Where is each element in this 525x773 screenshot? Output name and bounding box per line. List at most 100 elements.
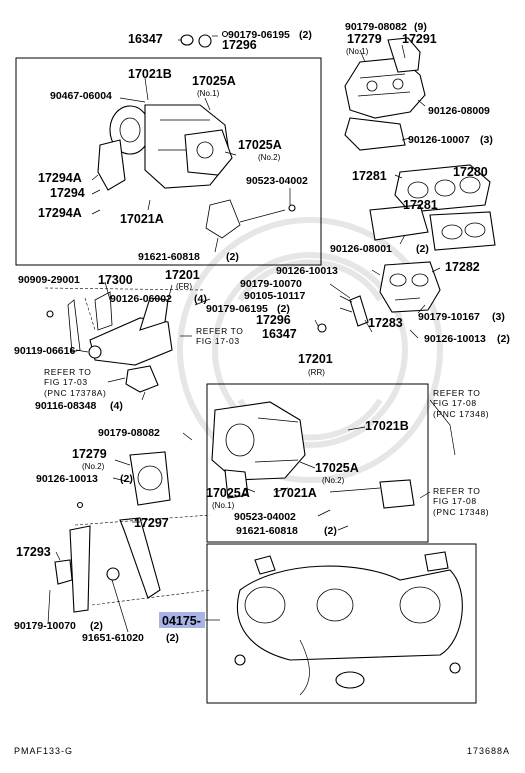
label-91651-61020-qty: (2) <box>166 632 179 644</box>
label-17025a-front-no1[interactable]: 17025A <box>192 74 236 88</box>
label-90119-06616[interactable]: 90119-06616 <box>14 345 75 357</box>
label-17281-lower[interactable]: 17281 <box>403 198 438 212</box>
label-90179-10070-mid[interactable]: 90179-10070 <box>240 278 302 290</box>
label-17021b-front[interactable]: 17021B <box>128 67 172 81</box>
label-17025a-rear-no1[interactable]: 17025A <box>206 486 250 500</box>
label-91621-60818-front[interactable]: 91621-60818 <box>138 251 200 263</box>
top-gasket-parts <box>180 30 229 48</box>
ref-note-2-line3: (PNC 17378A) <box>44 388 106 398</box>
label-90179-06195-top-qty: (2) <box>299 29 312 41</box>
label-90126-10013-left[interactable]: 90126-10013 <box>36 473 98 485</box>
label-90116-08348-qty: (4) <box>110 400 123 412</box>
label-17201-fr[interactable]: 17201 <box>165 268 200 282</box>
ref-note-3-line3: (PNC 17348) <box>433 409 489 419</box>
label-17021a-front[interactable]: 17021A <box>120 212 164 226</box>
label-17279-no1-sub: (No.1) <box>346 47 369 56</box>
label-90126-06002[interactable]: 90126-06002 <box>110 293 172 305</box>
label-17296-mid[interactable]: 17296 <box>256 313 291 327</box>
label-90126-10007[interactable]: 90126-10007 <box>408 134 470 146</box>
label-90179-10070-bottom[interactable]: 90179-10070 <box>14 620 76 632</box>
rear-turbo-box <box>206 383 429 543</box>
label-17282[interactable]: 17282 <box>445 260 480 274</box>
ref-note-4-line2[interactable]: FIG 17-08 <box>433 496 477 506</box>
label-90909-29001[interactable]: 90909-29001 <box>18 274 80 286</box>
label-90126-10007-qty: (3) <box>480 134 493 146</box>
footer-figure-code: PMAF133-G <box>14 746 73 756</box>
label-90126-10013-left-qty: (2) <box>120 473 133 485</box>
ref-note-4-line1[interactable]: REFER TO <box>433 486 480 496</box>
manifold-bracket-top <box>344 37 426 151</box>
label-90126-06002-qty: (4) <box>194 293 207 305</box>
label-17201-rr-sub: (RR) <box>308 368 325 377</box>
label-17281-upper[interactable]: 17281 <box>352 169 387 183</box>
label-90126-10013-right[interactable]: 90126-10013 <box>424 333 486 345</box>
label-90116-08348[interactable]: 90116-08348 <box>35 400 96 412</box>
ref-note-1-line1[interactable]: REFER TO <box>196 326 243 336</box>
label-91621-60818-front-qty: (2) <box>226 251 239 263</box>
label-90126-10013-mid[interactable]: 90126-10013 <box>276 265 338 277</box>
label-90179-06195-top[interactable]: 90179-06195 <box>228 29 290 41</box>
rear-turbocharger <box>211 401 415 509</box>
label-90467-06004[interactable]: 90467-06004 <box>50 90 112 102</box>
ref-note-2-line2[interactable]: FIG 17-03 <box>44 377 88 387</box>
label-90179-08082-mid[interactable]: 90179-08082 <box>98 427 160 439</box>
label-17025a-rear-no2-sub: (No.2) <box>322 476 345 485</box>
label-91621-60818-rear-qty: (2) <box>324 525 337 537</box>
label-17294[interactable]: 17294 <box>50 186 85 200</box>
label-90523-04002-rear[interactable]: 90523-04002 <box>234 511 296 523</box>
label-17021a-rear[interactable]: 17021A <box>273 486 317 500</box>
label-90179-08082-top-qty: (9) <box>414 21 427 33</box>
label-90179-06195-mid[interactable]: 90179-06195 <box>206 303 268 315</box>
exhaust-manifold-part <box>317 261 441 333</box>
label-16347-top[interactable]: 16347 <box>128 32 163 46</box>
label-17294a-lower[interactable]: 17294A <box>38 206 82 220</box>
label-17300[interactable]: 17300 <box>98 273 133 287</box>
leader-lines <box>47 35 456 633</box>
gasket-kit-drawing <box>234 551 463 696</box>
gasket-kit-box <box>206 543 477 704</box>
exhaust-heat-insulators <box>369 164 496 251</box>
label-17280[interactable]: 17280 <box>453 165 488 179</box>
label-90105-10117[interactable]: 90105-10117 <box>244 290 305 302</box>
label-17025a-front-no2[interactable]: 17025A <box>238 138 282 152</box>
label-17294a-upper[interactable]: 17294A <box>38 171 82 185</box>
label-17293[interactable]: 17293 <box>16 545 51 559</box>
label-17279-no1[interactable]: 17279 <box>347 32 382 46</box>
lower-left-parts <box>54 451 171 613</box>
label-17025a-rear-no2[interactable]: 17025A <box>315 461 359 475</box>
label-90126-08009[interactable]: 90126-08009 <box>428 105 490 117</box>
ref-note-4-line3: (PNC 17348) <box>433 507 489 517</box>
label-16347-mid[interactable]: 16347 <box>262 327 297 341</box>
label-04175-kit[interactable]: 04175- <box>162 614 201 628</box>
front-turbocharger <box>97 104 296 239</box>
label-90523-04002-front[interactable]: 90523-04002 <box>246 175 308 187</box>
ref-note-1-line2[interactable]: FIG 17-03 <box>196 336 240 346</box>
label-90179-10167[interactable]: 90179-10167 <box>418 311 480 323</box>
label-17025a-rear-no1-sub: (No.1) <box>212 501 235 510</box>
ref-note-3-line2[interactable]: FIG 17-08 <box>433 398 477 408</box>
front-turbo-box <box>15 57 322 266</box>
label-17201-fr-sub: (FR) <box>176 282 192 291</box>
ref-note-2-line1[interactable]: REFER TO <box>44 367 91 377</box>
label-90126-08001[interactable]: 90126-08001 <box>330 243 392 255</box>
label-17201-rr[interactable]: 17201 <box>298 352 333 366</box>
label-17296-top[interactable]: 17296 <box>222 38 257 52</box>
watermark-emblem <box>177 217 443 483</box>
label-91651-61020[interactable]: 91651-61020 <box>82 632 144 644</box>
label-17283[interactable]: 17283 <box>368 316 403 330</box>
label-17279-no2-sub: (No.2) <box>82 462 105 471</box>
label-91621-60818-rear[interactable]: 91621-60818 <box>236 525 298 537</box>
label-17021b-rear[interactable]: 17021B <box>365 419 409 433</box>
label-90179-08082-top[interactable]: 90179-08082 <box>345 21 407 33</box>
ref-note-3-line1[interactable]: REFER TO <box>433 388 480 398</box>
label-17025a-front-no1-sub: (No.1) <box>197 89 220 98</box>
label-90126-08001-qty: (2) <box>416 243 429 255</box>
label-17291[interactable]: 17291 <box>402 32 437 46</box>
label-90179-10070-bottom-qty: (2) <box>90 620 103 632</box>
label-17279-no2[interactable]: 17279 <box>72 447 107 461</box>
label-17297[interactable]: 17297 <box>134 516 169 530</box>
label-90179-10167-qty: (3) <box>492 311 505 323</box>
label-90126-10013-right-qty: (2) <box>497 333 510 345</box>
